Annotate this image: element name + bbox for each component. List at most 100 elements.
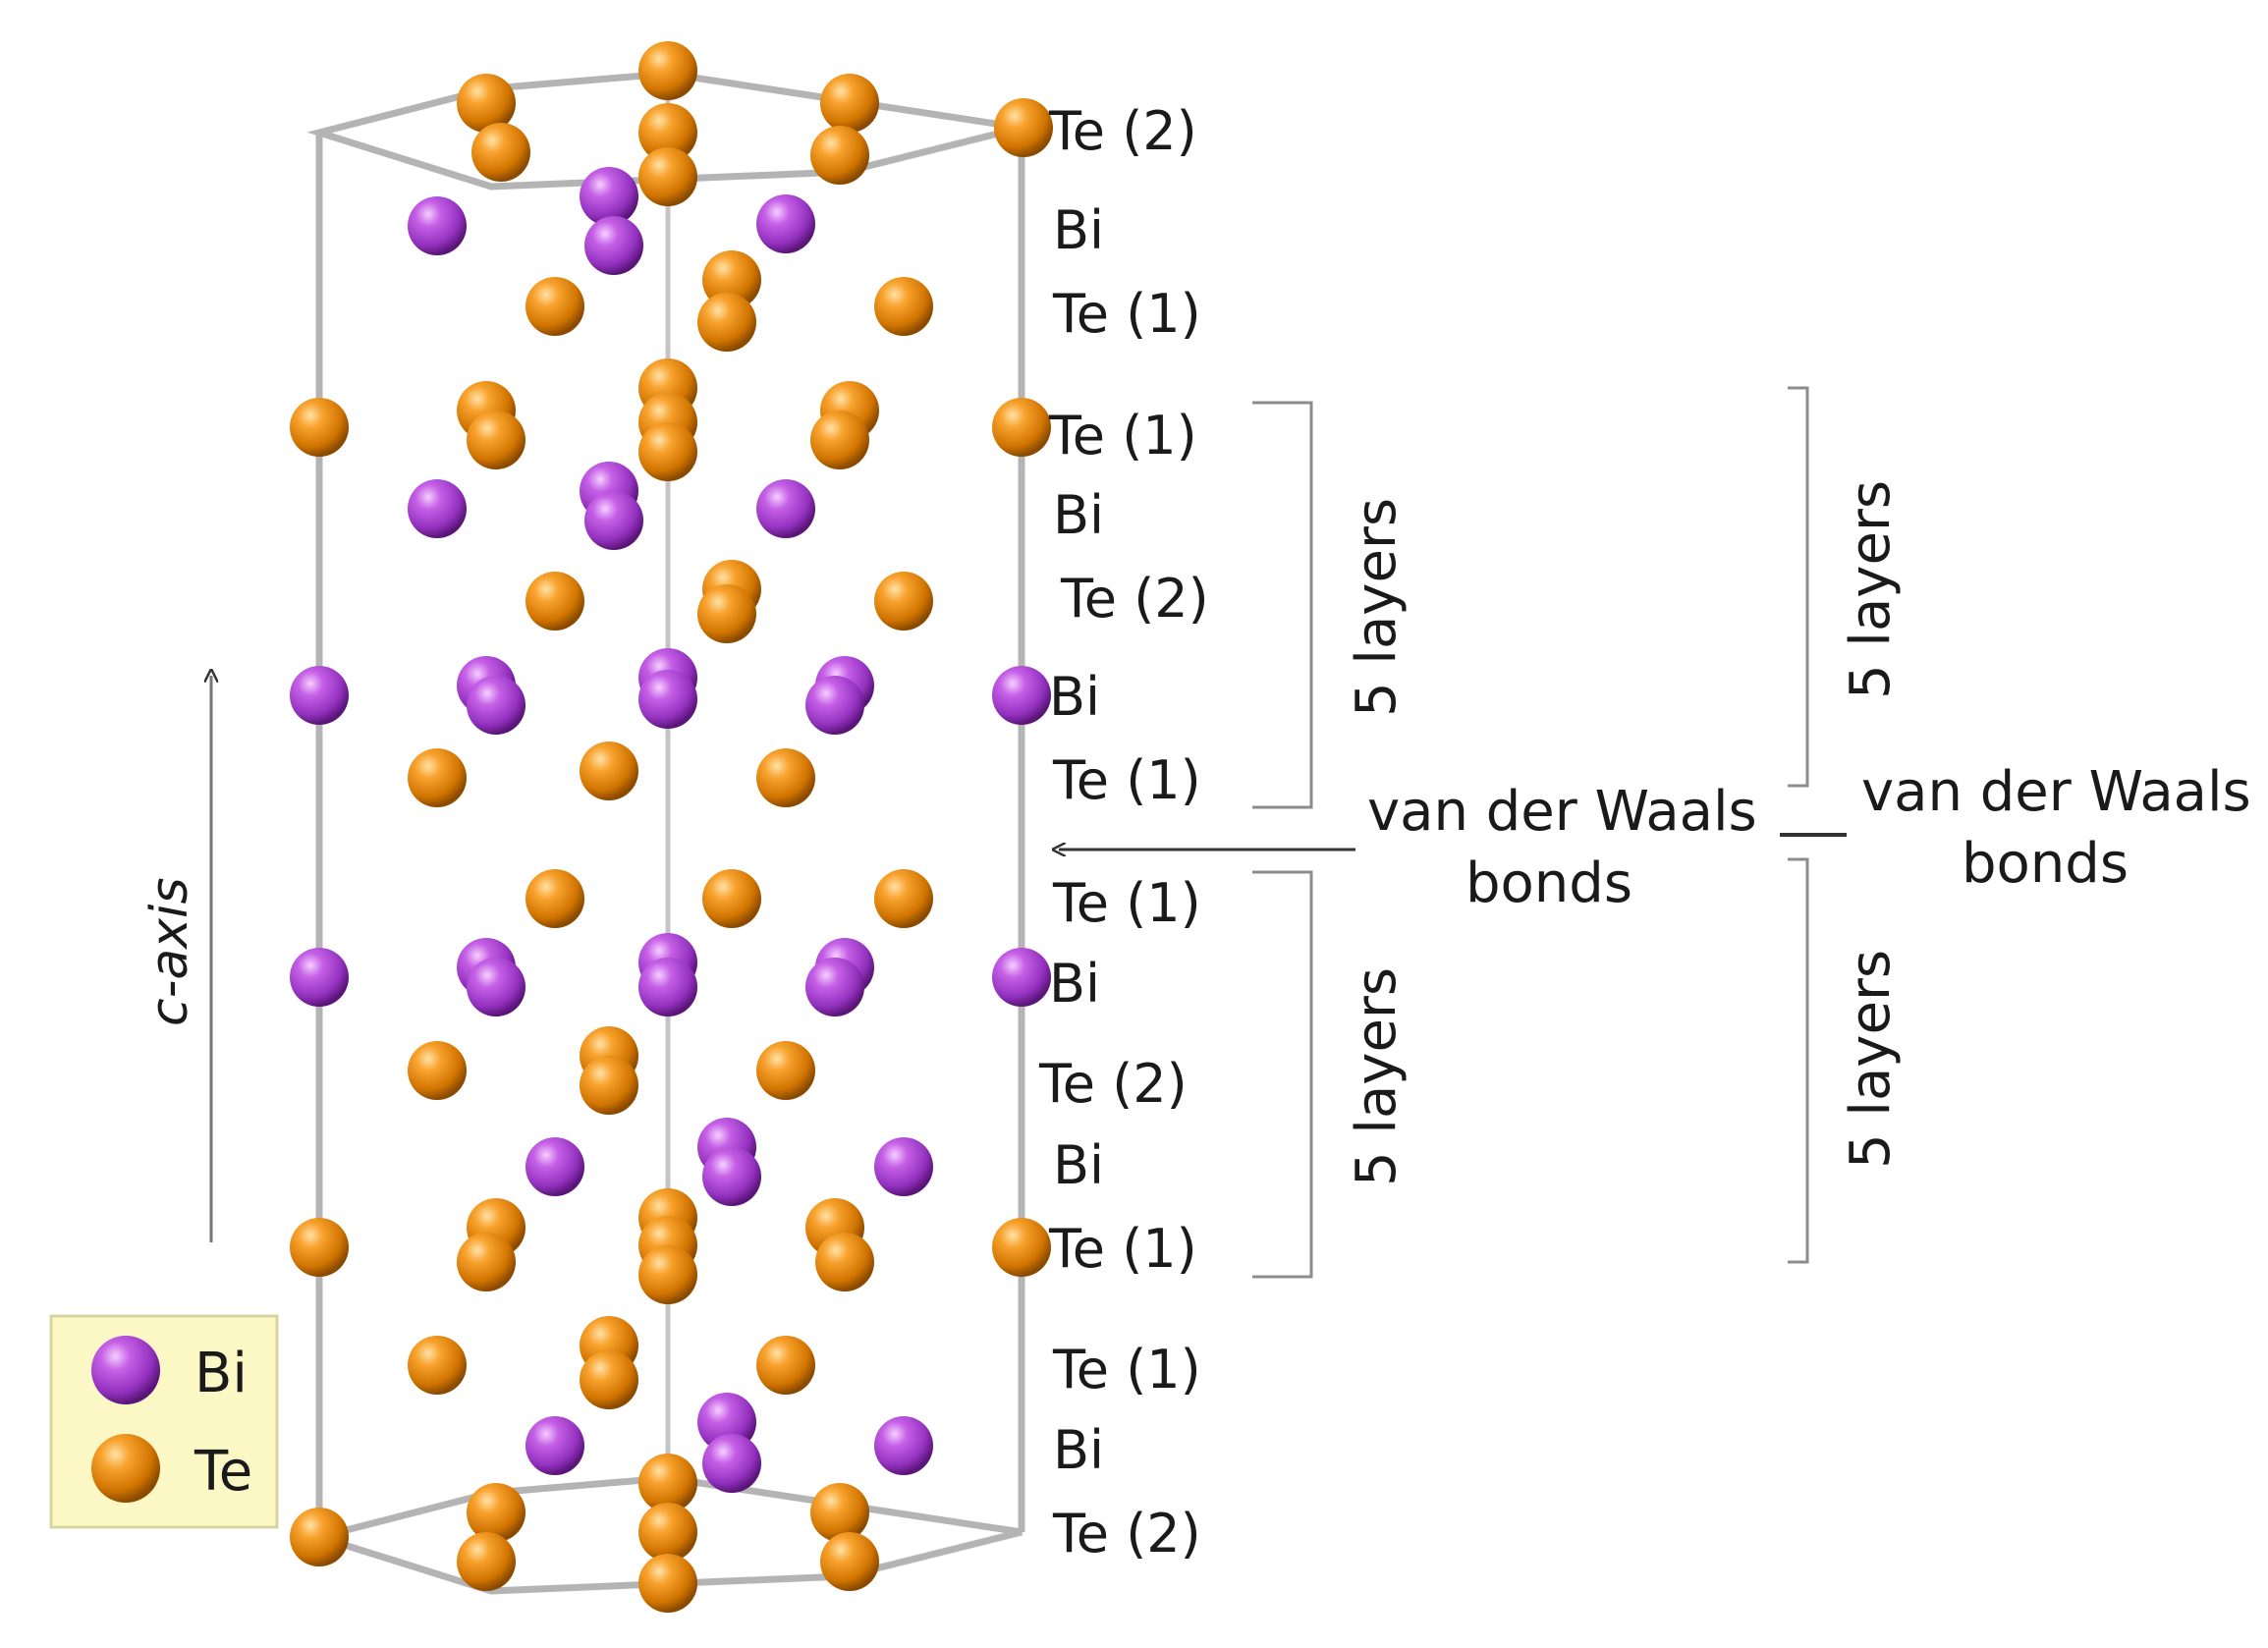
bi-atom-icon xyxy=(580,167,638,226)
vdw-bond-annotation: van der Waals bonds xyxy=(1059,780,1757,915)
te-atom-icon xyxy=(756,748,815,807)
te-atom-icon xyxy=(457,1532,516,1591)
inner-quintuple-braces: 5 layers 5 layers xyxy=(1252,401,1409,1279)
bi-atom-icon xyxy=(526,1137,584,1196)
c-axis-label: c-axis xyxy=(140,877,199,1026)
te-atom-icon xyxy=(810,411,869,469)
bi-atom-icon xyxy=(638,670,697,729)
bi-atom-icon xyxy=(290,948,349,1007)
te-atom-icon xyxy=(820,1532,879,1591)
te-atom-icon xyxy=(408,748,467,807)
te-atom-icon xyxy=(697,293,756,352)
te-atom-icon xyxy=(457,1233,516,1291)
inner-brace-upper xyxy=(1252,401,1313,809)
layer-label-2: Bi xyxy=(1053,199,1104,261)
te-atom-icon xyxy=(580,742,638,800)
te-atom-icon xyxy=(526,572,584,631)
layer-label-10: Bi xyxy=(1049,953,1100,1015)
bi-atom-icon xyxy=(805,958,864,1016)
legend-label-te: Te xyxy=(194,1440,252,1504)
layer-label-16: Te (2) xyxy=(1052,1503,1201,1565)
te-atom-icon xyxy=(992,1218,1051,1277)
bi-atom-icon xyxy=(992,948,1051,1007)
layer-label-8: Te (1) xyxy=(1052,749,1201,811)
layer-label-14: Te (1) xyxy=(1052,1339,1201,1401)
bi-atom-icon xyxy=(467,958,526,1016)
bi-atom-icon xyxy=(805,676,864,735)
layer-label-5: Bi xyxy=(1053,484,1104,546)
te-atom-icon xyxy=(408,1336,467,1395)
te-atom-icon xyxy=(290,1508,349,1566)
te-atom-icon xyxy=(820,74,879,133)
layer-label-7: Bi xyxy=(1049,666,1100,728)
bi-atom-icon xyxy=(874,1137,933,1196)
layer-labels: Te (2) Bi Te (1) Te (1) Bi Te (2) Bi Te … xyxy=(1038,100,1209,1565)
layer-label-3: Te (1) xyxy=(1052,283,1201,345)
legend-label-bi: Bi xyxy=(194,1342,248,1405)
bi-atom-icon xyxy=(467,676,526,735)
bi-atom-icon xyxy=(584,491,643,550)
inner-brace-lower-label: 5 layers xyxy=(1345,967,1409,1186)
outer-brace-upper xyxy=(1788,386,1809,788)
legend: Bi Te xyxy=(49,1314,279,1529)
te-atom-icon xyxy=(697,584,756,643)
te-atom-icon xyxy=(580,1056,638,1115)
te-atom-icon xyxy=(526,277,584,336)
te-atom-icon xyxy=(457,74,516,133)
bi-atom-icon xyxy=(408,479,467,538)
te-atom-icon xyxy=(874,572,933,631)
te-atom-icon xyxy=(992,398,1051,457)
te-atom-icon xyxy=(290,1218,349,1277)
bi-atom-icon xyxy=(702,1147,761,1206)
te-atom-icon xyxy=(874,277,933,336)
bi-atom-icon xyxy=(756,194,815,253)
bi-atom-icon xyxy=(756,479,815,538)
te-atom-icon xyxy=(638,103,697,162)
bi-atom-icon xyxy=(91,1336,160,1404)
outer-quintuple-braces: 5 layers 5 layers van der Waals bonds xyxy=(1780,386,2251,1264)
outer-vdw-label-line2: bonds xyxy=(1962,832,2129,896)
layer-label-13: Te (1) xyxy=(1048,1218,1197,1280)
bi-atom-icon xyxy=(702,1434,761,1493)
te-atom-icon xyxy=(471,123,530,182)
bi-atom-icon xyxy=(992,666,1051,725)
te-atom-icon xyxy=(638,1245,697,1304)
te-atom-icon xyxy=(638,1454,697,1512)
bi-atom-icon xyxy=(526,1416,584,1475)
atom-lattice xyxy=(290,41,1053,1613)
te-atom-icon xyxy=(810,126,869,185)
te-atom-icon xyxy=(874,869,933,928)
te-atom-icon xyxy=(756,1041,815,1100)
vdw-label-line2: bonds xyxy=(1466,851,1632,915)
te-atom-icon xyxy=(290,398,349,457)
layer-label-15: Bi xyxy=(1053,1419,1104,1481)
legend-box xyxy=(49,1314,279,1529)
te-atom-icon xyxy=(408,1041,467,1100)
te-atom-icon xyxy=(638,41,697,100)
layer-label-4: Te (1) xyxy=(1048,405,1197,467)
c-axis-indicator: c-axis xyxy=(140,676,211,1242)
bi-atom-icon xyxy=(638,958,697,1016)
te-atom-icon xyxy=(467,1483,526,1542)
te-atom-icon xyxy=(702,869,761,928)
te-atom-icon xyxy=(815,1233,874,1291)
layer-label-6: Te (2) xyxy=(1060,568,1209,630)
layer-label-1: Te (2) xyxy=(1048,100,1197,162)
te-atom-icon xyxy=(526,869,584,928)
outer-brace-upper-label: 5 layers xyxy=(1839,480,1903,699)
outer-brace-lower xyxy=(1788,857,1809,1264)
te-atom-icon xyxy=(638,1503,697,1562)
layer-label-12: Bi xyxy=(1053,1134,1104,1196)
te-atom-icon xyxy=(638,147,697,206)
inner-brace-upper-label: 5 layers xyxy=(1345,498,1409,717)
te-atom-icon xyxy=(810,1483,869,1542)
outer-brace-lower-label: 5 layers xyxy=(1839,950,1903,1169)
te-atom-icon xyxy=(994,98,1053,157)
te-atom-icon xyxy=(638,422,697,481)
te-atom-icon xyxy=(467,411,526,469)
bi-atom-icon xyxy=(290,666,349,725)
legend-item-bi: Bi xyxy=(91,1336,248,1405)
bi-atom-icon xyxy=(408,196,467,255)
layer-label-11: Te (2) xyxy=(1038,1053,1188,1115)
bi-atom-icon xyxy=(874,1416,933,1475)
